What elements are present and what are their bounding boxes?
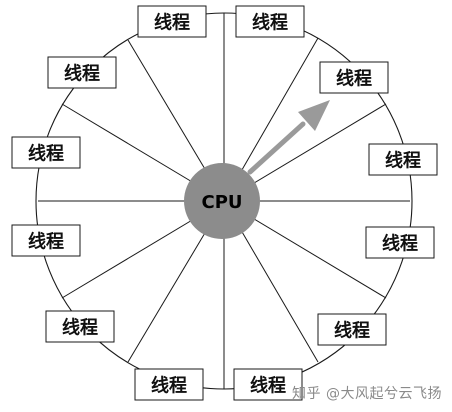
thread-box-4: 线程 <box>319 61 389 94</box>
thread-box-7: 线程 <box>11 224 81 257</box>
rotation-arrow-shaft <box>247 121 306 175</box>
thread-label: 线程 <box>334 320 370 342</box>
thread-label: 线程 <box>385 150 421 172</box>
thread-label: 线程 <box>336 68 372 90</box>
thread-box-frame <box>368 143 438 176</box>
thread-box-frame <box>137 5 207 38</box>
thread-label: 线程 <box>250 375 286 397</box>
thread-box-6: 线程 <box>368 143 438 176</box>
watermark: 知乎 @大风起兮云飞扬 <box>292 386 442 402</box>
thread-box-2: 线程 <box>235 5 305 38</box>
thread-box-8: 线程 <box>365 226 435 259</box>
rotation-arrow <box>247 100 330 175</box>
thread-label: 线程 <box>64 63 100 85</box>
thread-box-frame <box>134 368 204 401</box>
thread-box-12: 线程 <box>233 368 303 401</box>
thread-boxes: 线程线程线程线程线程线程线程线程线程线程线程线程 <box>11 5 438 401</box>
thread-box-frame <box>319 61 389 94</box>
thread-box-9: 线程 <box>45 310 115 343</box>
thread-box-frame <box>11 224 81 257</box>
rotation-arrow-head <box>298 100 330 131</box>
thread-label: 线程 <box>151 375 187 397</box>
thread-box-frame <box>233 368 303 401</box>
thread-label: 线程 <box>28 231 64 253</box>
thread-label: 线程 <box>62 317 98 339</box>
cpu-label: CPU <box>201 192 242 213</box>
thread-label: 线程 <box>382 233 418 255</box>
outer-circle <box>35 12 413 390</box>
thread-box-frame <box>45 310 115 343</box>
thread-box-frame <box>235 5 305 38</box>
thread-box-frame <box>47 56 117 89</box>
thread-label: 线程 <box>154 12 190 34</box>
thread-box-1: 线程 <box>137 5 207 38</box>
thread-box-frame <box>365 226 435 259</box>
thread-label: 线程 <box>252 12 288 34</box>
thread-label: 线程 <box>28 143 64 165</box>
thread-box-11: 线程 <box>134 368 204 401</box>
cpu-core <box>184 163 260 239</box>
thread-box-3: 线程 <box>47 56 117 89</box>
thread-box-10: 线程 <box>317 313 387 346</box>
thread-box-5: 线程 <box>11 136 81 169</box>
thread-box-frame <box>11 136 81 169</box>
thread-box-frame <box>317 313 387 346</box>
